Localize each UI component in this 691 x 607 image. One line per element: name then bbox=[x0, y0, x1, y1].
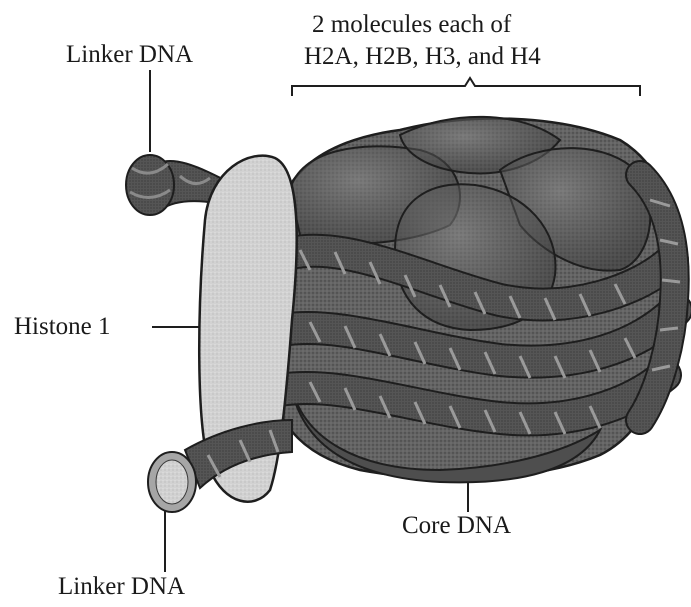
core-dna-label: Core DNA bbox=[402, 511, 511, 541]
histone-1-label: Histone 1 bbox=[14, 312, 111, 342]
bottom-linker-dna-label: Linker DNA bbox=[58, 572, 185, 602]
octamer-label-line1: 2 molecules each of bbox=[312, 10, 511, 40]
octamer-label-line2: H2A, H2B, H3, and H4 bbox=[304, 42, 541, 72]
octamer-bracket bbox=[292, 78, 640, 96]
top-linker-dna-label: Linker DNA bbox=[66, 40, 193, 70]
